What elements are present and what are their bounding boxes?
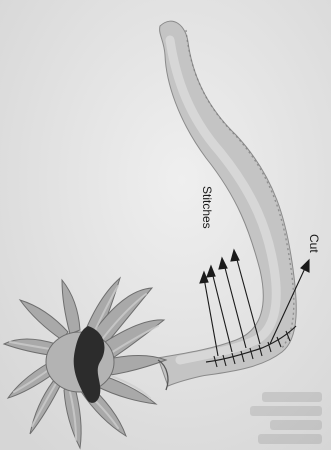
cut-label: Cut bbox=[307, 234, 321, 253]
stitches-label: Stitches bbox=[200, 186, 214, 229]
